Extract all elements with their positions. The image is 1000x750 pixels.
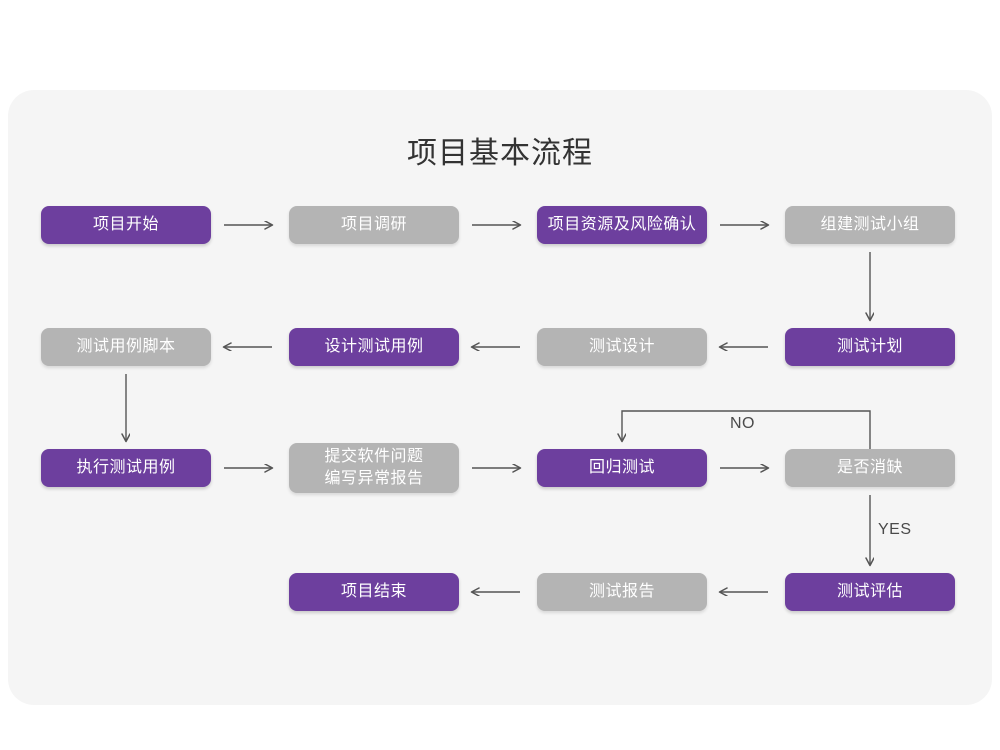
node-label: 执行测试用例 <box>76 459 176 476</box>
edge-label-no: NO <box>730 415 755 432</box>
node-test-report[interactable]: 测试报告 <box>537 573 707 611</box>
node-form-test-team[interactable]: 组建测试小组 <box>785 206 955 244</box>
flowchart-card <box>8 90 992 705</box>
node-label: 项目资源及风险确认 <box>547 216 697 233</box>
node-project-start[interactable]: 项目开始 <box>41 206 211 244</box>
node-test-plan[interactable]: 测试计划 <box>785 328 955 366</box>
node-label: 测试报告 <box>588 583 655 600</box>
node-label: 组建测试小组 <box>820 216 920 233</box>
node-label: 项目调研 <box>340 216 407 233</box>
page-title: 项目基本流程 <box>407 137 593 170</box>
node-label: 测试用例脚本 <box>76 338 176 355</box>
node-label: 测试评估 <box>836 583 903 600</box>
node-label: 设计测试用例 <box>324 338 424 355</box>
node-project-end[interactable]: 项目结束 <box>289 573 459 611</box>
node-test-evaluation[interactable]: 测试评估 <box>785 573 955 611</box>
node-project-research[interactable]: 项目调研 <box>289 206 459 244</box>
node-test-case-script[interactable]: 测试用例脚本 <box>41 328 211 366</box>
node-test-design[interactable]: 测试设计 <box>537 328 707 366</box>
node-design-test-cases[interactable]: 设计测试用例 <box>289 328 459 366</box>
node-label: 测试计划 <box>836 338 903 355</box>
node-defect-cleared-decision[interactable]: 是否消缺 <box>785 449 955 487</box>
node-label: 项目结束 <box>340 583 407 600</box>
node-label: 回归测试 <box>588 459 655 476</box>
node-execute-test-cases[interactable]: 执行测试用例 <box>41 449 211 487</box>
node-label: 提交软件问题 编写异常报告 <box>324 448 424 487</box>
node-label: 是否消缺 <box>836 459 903 476</box>
node-label: 测试设计 <box>588 338 655 355</box>
node-regression-test[interactable]: 回归测试 <box>537 449 707 487</box>
node-submit-issue-report[interactable]: 提交软件问题 编写异常报告 <box>289 443 459 493</box>
node-resource-risk-confirm[interactable]: 项目资源及风险确认 <box>537 206 707 244</box>
node-label: 项目开始 <box>92 216 159 233</box>
edge-label-yes: YES <box>878 521 912 538</box>
